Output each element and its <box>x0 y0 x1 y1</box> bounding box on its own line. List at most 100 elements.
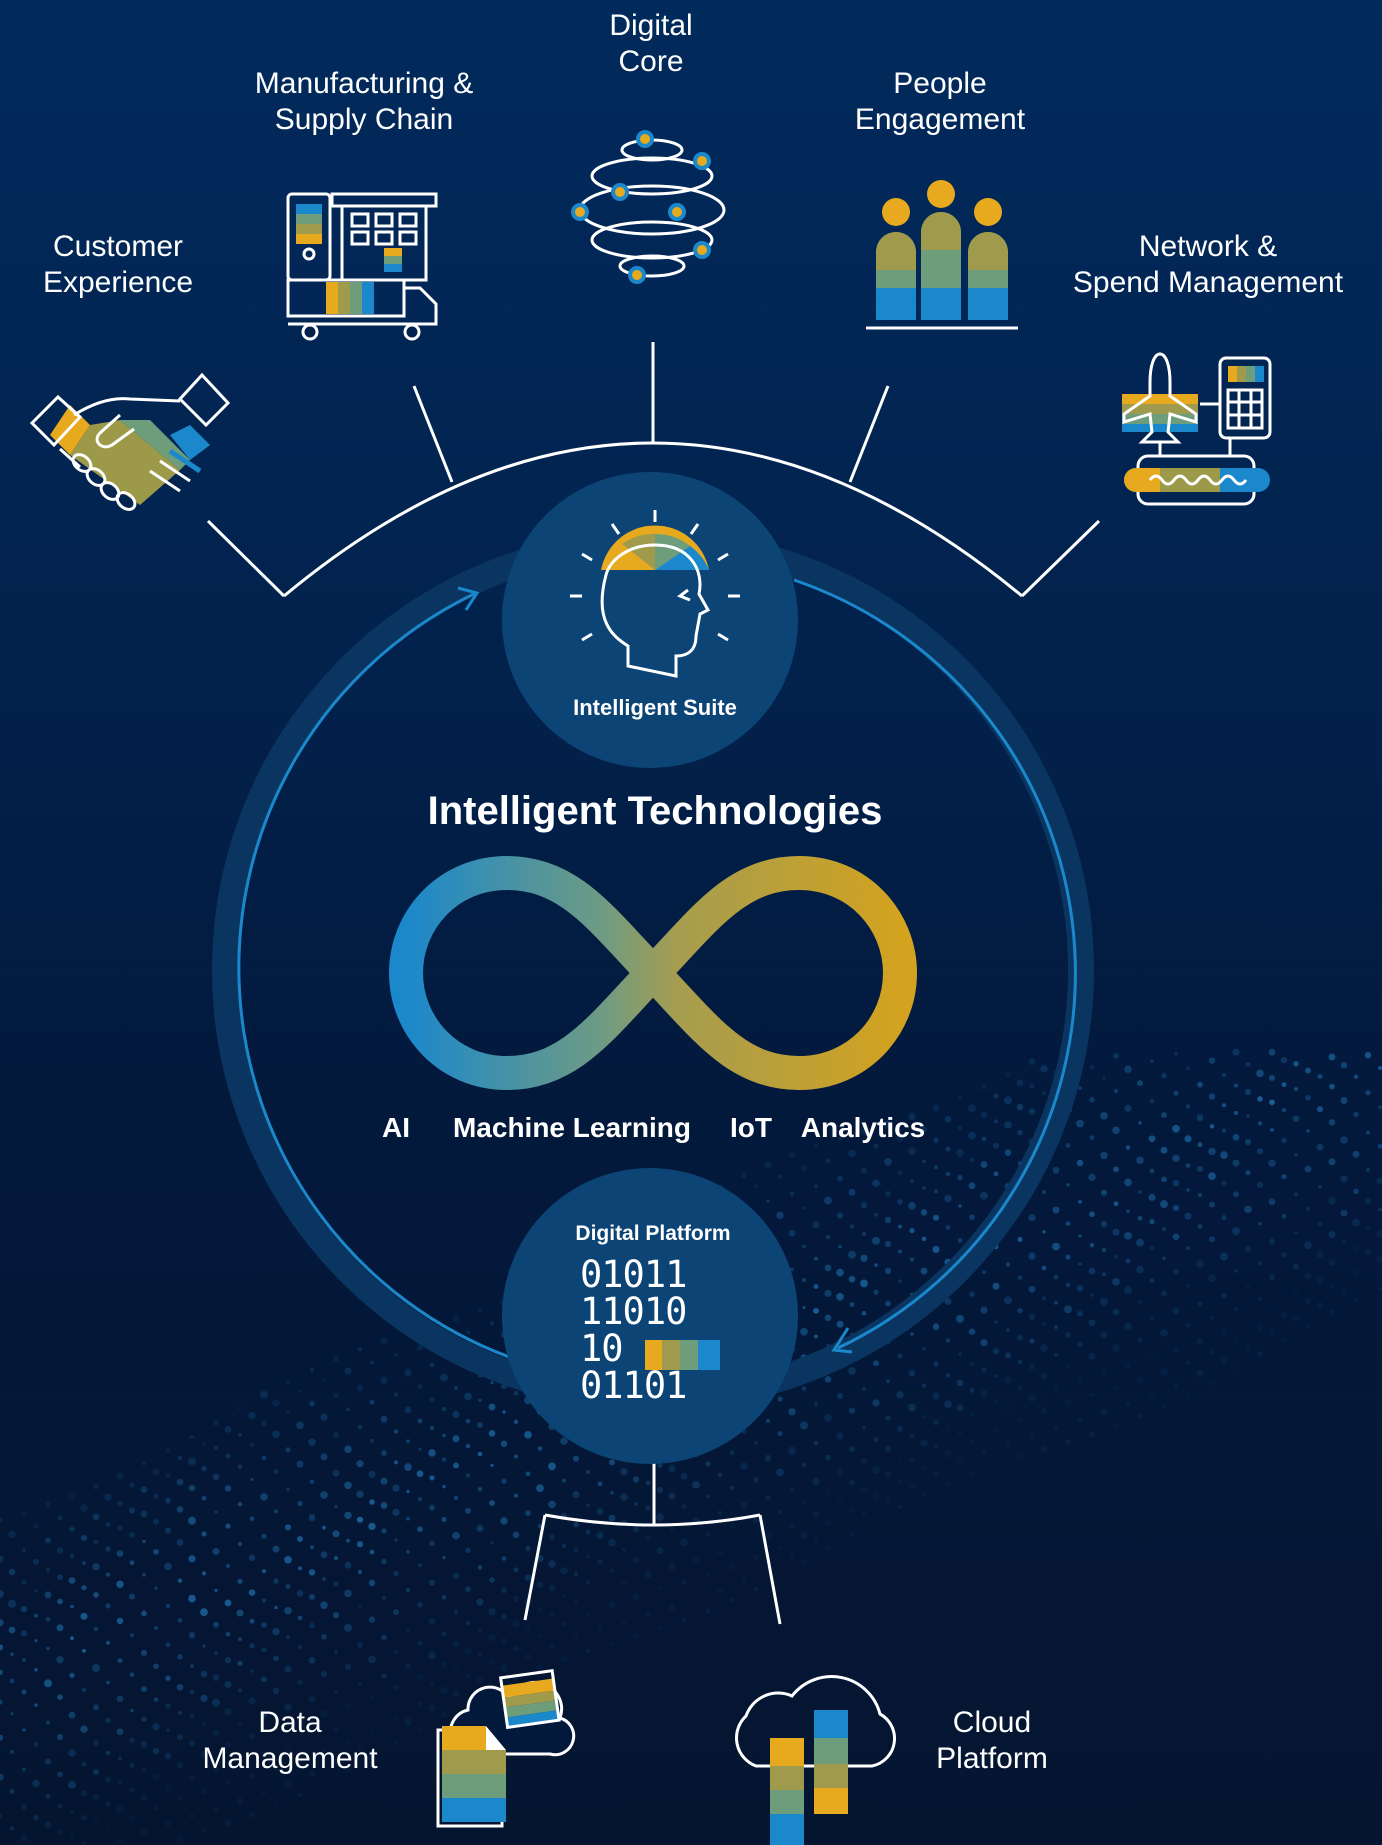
wave-dot <box>188 1484 196 1492</box>
wave-dot <box>1268 1329 1276 1337</box>
wave-dot <box>1257 1260 1263 1266</box>
wave-dot <box>1112 1422 1120 1430</box>
wave-dot <box>68 1711 76 1719</box>
wave-dot <box>129 1560 135 1566</box>
wave-dot <box>788 1408 796 1416</box>
wave-dot <box>225 1632 231 1637</box>
wave-dot <box>188 1516 196 1525</box>
wave-dot <box>909 1458 915 1463</box>
wave-dot <box>500 1517 508 1525</box>
wave-dot <box>1197 1224 1203 1230</box>
wave-dot <box>284 1703 292 1711</box>
wave-dot <box>873 1212 879 1217</box>
wave-dot <box>272 1628 280 1636</box>
wave-dot <box>1292 1314 1300 1323</box>
wave-dot <box>848 1367 856 1375</box>
wave-dot <box>777 1396 783 1402</box>
wave-dot <box>980 1161 988 1168</box>
wave-dot <box>1328 1053 1336 1061</box>
wave-dot <box>1088 1319 1096 1327</box>
wave-dot <box>1040 1373 1048 1380</box>
wave-dot <box>884 1241 892 1248</box>
wave-dot <box>958 1352 962 1356</box>
wave-dot <box>393 1392 399 1397</box>
wave-dot <box>284 1665 292 1673</box>
wave-dot <box>1256 1148 1264 1155</box>
wave-dot <box>370 1360 374 1365</box>
wave-dot <box>1209 1315 1215 1320</box>
label-cloud-platform: Cloud Platform <box>936 1706 1048 1775</box>
wave-dot <box>332 1726 340 1734</box>
wave-dot <box>1161 1112 1167 1118</box>
wave-dot <box>394 1741 398 1745</box>
wave-dot <box>452 1435 460 1443</box>
wave-dot <box>273 1578 279 1584</box>
wave-dot <box>513 1567 519 1573</box>
wave-dot <box>429 1681 435 1686</box>
wave-dot <box>1161 1290 1167 1297</box>
wave-dot <box>1378 1105 1382 1109</box>
wave-dot <box>1100 1297 1108 1306</box>
wave-dot <box>248 1412 256 1420</box>
wave-dot <box>656 1547 664 1555</box>
wave-dot <box>1100 1111 1108 1120</box>
wave-dot <box>1028 1058 1036 1066</box>
binary-row: 01101 <box>580 1364 687 1407</box>
wave-dot <box>190 1434 194 1439</box>
wave-dot <box>500 1440 508 1447</box>
wave-dot <box>1197 1301 1203 1306</box>
wave-dot <box>1221 1215 1227 1220</box>
wave-dot <box>308 1695 316 1703</box>
label-data-management: Data Management <box>202 1706 378 1775</box>
wave-dot <box>1256 1350 1264 1357</box>
wave-dot <box>1076 1119 1084 1128</box>
wave-dot <box>429 1540 435 1547</box>
wave-dot <box>214 1588 218 1593</box>
wave-dot <box>188 1555 196 1563</box>
wave-dot <box>1077 1417 1083 1424</box>
wave-dot <box>406 1439 410 1444</box>
wave-dot <box>1328 1119 1336 1126</box>
wave-dot <box>656 1513 664 1522</box>
wave-dot <box>536 1664 544 1672</box>
wave-dot <box>778 1545 782 1549</box>
wave-dot <box>321 1781 327 1786</box>
wave-dot <box>897 1504 903 1509</box>
wave-dot <box>164 1752 172 1760</box>
wave-dot <box>1005 1352 1011 1359</box>
wave-dot <box>824 1196 832 1205</box>
wave-dot <box>320 1551 328 1559</box>
wave-dot <box>452 1690 460 1698</box>
wave-dot <box>1016 1079 1024 1086</box>
wave-dot <box>657 1586 663 1592</box>
wave-dot <box>573 1547 579 1553</box>
wave-dot <box>1088 1267 1096 1275</box>
wave-dot <box>272 1687 280 1695</box>
wave-dot <box>994 1462 998 1467</box>
wave-dot <box>416 1470 424 1478</box>
wave-dot <box>1172 1204 1180 1212</box>
wave-dot <box>1112 1344 1120 1352</box>
wave-dot <box>1245 1170 1251 1176</box>
wave-dot <box>933 1137 939 1143</box>
wave-dot <box>356 1490 364 1498</box>
binary-code-icon: 01011 11010 10 01101 <box>580 1256 730 1404</box>
wave-dot <box>1100 1409 1108 1416</box>
wave-dot <box>586 1612 590 1616</box>
wave-dot <box>0 1669 3 1676</box>
wave-dot <box>932 1104 940 1111</box>
wave-dot <box>681 1578 687 1585</box>
wave-dot <box>1017 1307 1023 1314</box>
wave-dot <box>1329 1284 1335 1290</box>
wave-dot <box>320 1671 328 1678</box>
wave-dot <box>1173 1382 1179 1388</box>
wave-dot <box>633 1526 639 1533</box>
wave-dot <box>200 1750 208 1759</box>
wave-dot <box>224 1485 232 1492</box>
wave-dot <box>201 1531 207 1537</box>
wave-dot <box>46 1567 50 1572</box>
wave-dot <box>825 1545 831 1552</box>
wave-dot <box>872 1466 880 1474</box>
wave-dot <box>1053 1325 1059 1330</box>
